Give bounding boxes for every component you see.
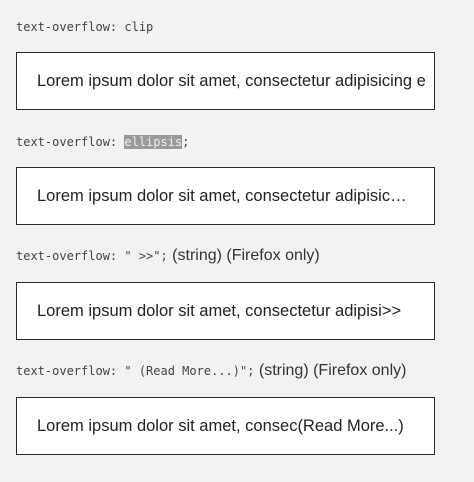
ellipsis-label-highlight[interactable]: ellipsis [124, 135, 183, 149]
string-arrows-demo-text: Lorem ipsum dolor sit amet, consectetur … [37, 301, 402, 320]
string-readmore-demo-text: Lorem ipsum dolor sit amet, consec(Read … [37, 416, 404, 435]
string-readmore-demo-box: Lorem ipsum dolor sit amet, consec(Read … [16, 397, 435, 455]
clip-demo-text: Lorem ipsum dolor sit amet, consectetur … [37, 71, 426, 90]
ellipsis-demo-text: Lorem ipsum dolor sit amet, consectetur … [37, 186, 407, 205]
clip-label: text-overflow: clip [16, 20, 153, 34]
string-arrows-label-note: (string) (Firefox only) [167, 247, 320, 264]
string-arrows-label: text-overflow: " >>"; (string) (Firefox … [16, 247, 320, 265]
string-arrows-label-code: text-overflow: " >>"; [16, 249, 168, 263]
clip-demo-box: Lorem ipsum dolor sit amet, consectetur … [16, 52, 435, 110]
string-readmore-label-code: text-overflow: " (Read More...)"; [16, 364, 255, 378]
string-arrows-demo-box: Lorem ipsum dolor sit amet, consectetur … [16, 282, 435, 340]
clip-label-code: text-overflow: clip [16, 20, 154, 34]
string-readmore-label-note: (string) (Firefox only) [254, 362, 407, 379]
ellipsis-label: text-overflow: ellipsis; [16, 135, 189, 149]
ellipsis-label-suffix: ; [182, 135, 190, 149]
string-readmore-label: text-overflow: " (Read More...)"; (strin… [16, 362, 406, 380]
ellipsis-label-prefix: text-overflow: [16, 135, 125, 149]
ellipsis-demo-box: Lorem ipsum dolor sit amet, consectetur … [16, 167, 435, 225]
